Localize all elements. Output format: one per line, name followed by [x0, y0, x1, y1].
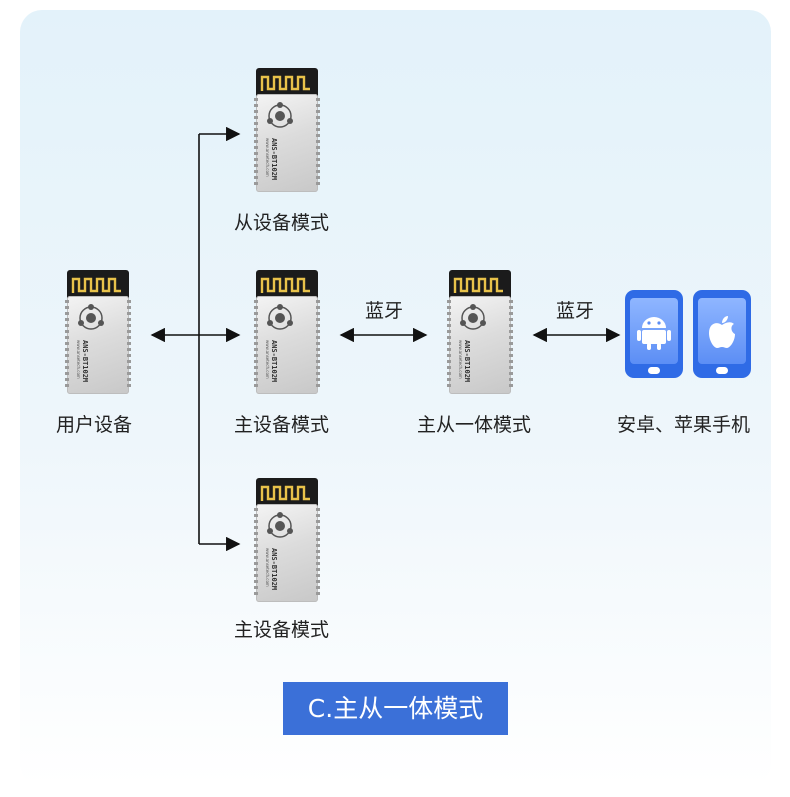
android-phone [625, 290, 683, 378]
module-model-text: ANS-BT102M [463, 340, 471, 383]
label-bluetooth-right: 蓝牙 [556, 300, 595, 322]
apple-icon [709, 316, 735, 348]
label-master-mode-bottom: 主设备模式 [234, 619, 330, 641]
module-site-text: www.ansetech.com [265, 138, 270, 177]
module-slave: ANS-BT102M www.ansetech.com [254, 68, 320, 192]
module-model-text: ANS-BT102M [81, 340, 89, 383]
module-model-text: ANS-BT102M [270, 340, 278, 383]
module-model-text: ANS-BT102M [270, 548, 278, 591]
label-user-device: 用户设备 [56, 414, 133, 436]
label-slave-mode: 从设备模式 [234, 212, 330, 234]
module-site-text: www.ansetech.com [265, 548, 270, 587]
apple-phone [693, 290, 751, 378]
label-phones: 安卓、苹果手机 [617, 414, 751, 436]
diagram-panel [20, 10, 771, 786]
module-master-slave: ANS-BT102M www.ansetech.com [447, 270, 513, 394]
label-bluetooth-left: 蓝牙 [365, 300, 404, 322]
mode-title-badge: C.主从一体模式 [283, 682, 508, 735]
module-master-bottom: ANS-BT102M www.ansetech.com [254, 478, 320, 602]
label-master-slave-mode: 主从一体模式 [417, 414, 532, 436]
android-icon [637, 317, 671, 350]
module-site-text: www.ansetech.com [76, 340, 81, 379]
label-master-mode: 主设备模式 [234, 414, 330, 436]
module-master: ANS-BT102M www.ansetech.com [254, 270, 320, 394]
module-site-text: www.ansetech.com [265, 340, 270, 379]
module-user-device: ANS-BT102M www.ansetech.com [65, 270, 131, 394]
module-site-text: www.ansetech.com [458, 340, 463, 379]
module-model-text: ANS-BT102M [270, 138, 278, 181]
